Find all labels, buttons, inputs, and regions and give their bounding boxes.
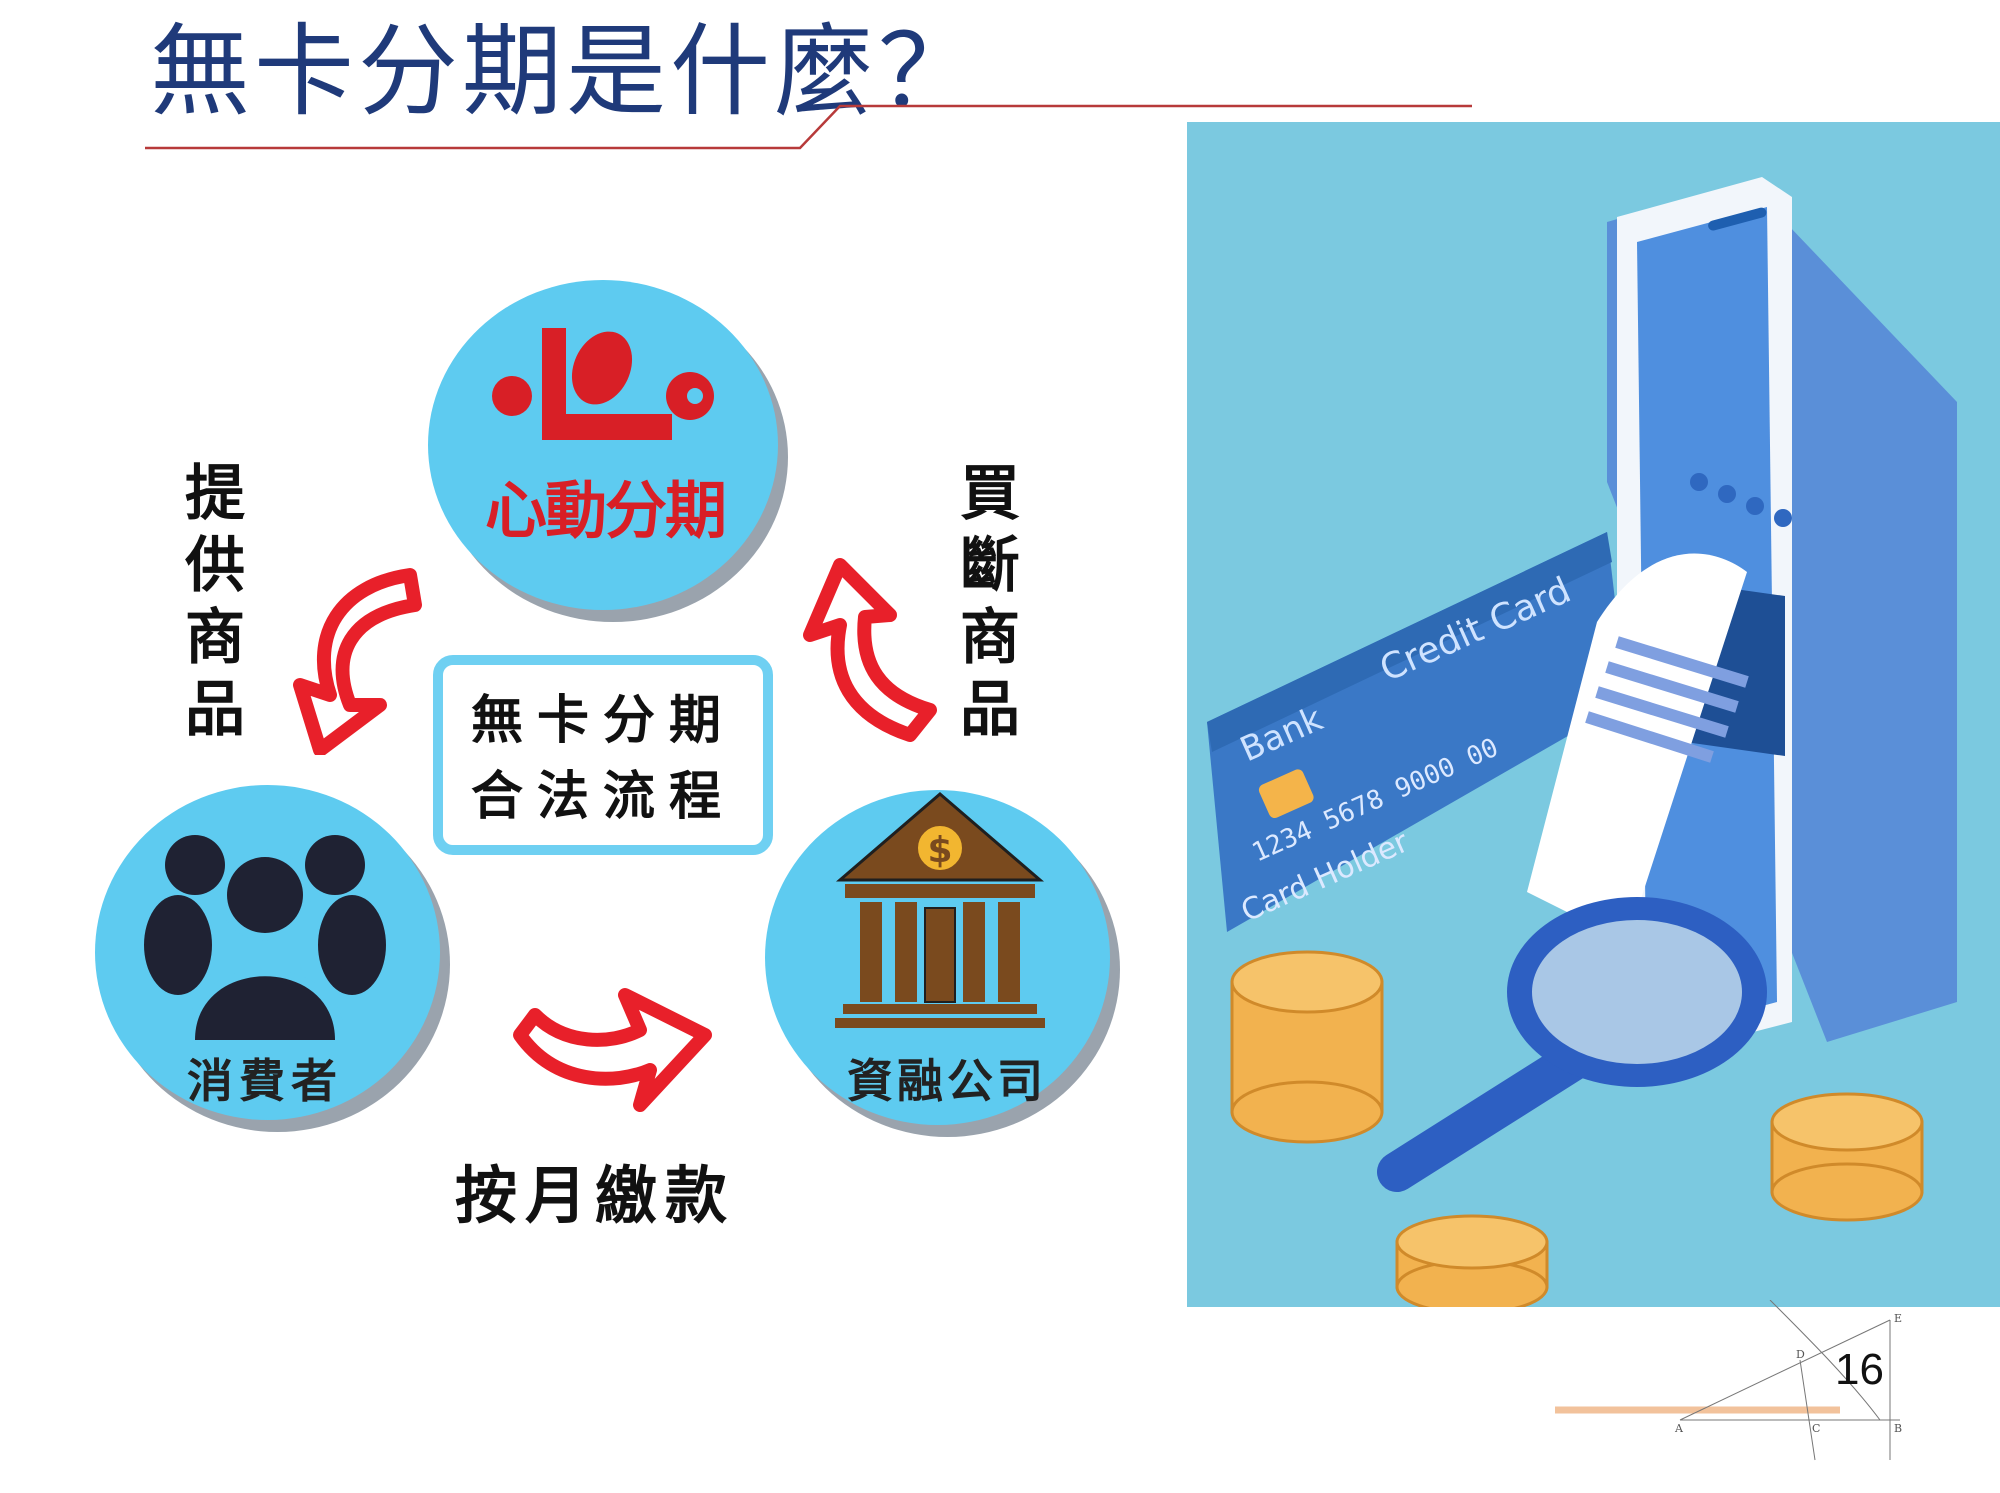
heart-logo-icon: [492, 328, 714, 440]
svg-text:$: $: [927, 830, 952, 871]
point-label-d: D: [1796, 1348, 1805, 1361]
node-top-label: 心動分期: [484, 474, 727, 547]
arrow-right-curved-icon: [803, 558, 937, 742]
phone-card-illustration-icon: Bank Credit Card 1234 5678 9000 00 Card …: [1207, 177, 1957, 1307]
point-label-a: A: [1674, 1422, 1684, 1435]
users-icon: [144, 835, 386, 1040]
arrow-left-curved-icon: [293, 568, 422, 755]
edge-left-label: 提供商品: [185, 459, 245, 745]
point-label-c: C: [1812, 1422, 1820, 1435]
corner-geometry-figure: A C B D E: [1555, 1300, 1902, 1461]
bank-icon: $: [835, 792, 1045, 1028]
edge-right-label: 買斷商品: [960, 459, 1020, 745]
page-title: 無卡分期是什麼？: [150, 13, 982, 130]
center-box-line2: 合法流程: [470, 767, 735, 827]
center-box-line1: 無卡分期: [470, 691, 735, 751]
point-label-b: B: [1894, 1422, 1902, 1435]
center-process-box: 無卡分期 合法流程: [433, 655, 773, 855]
edge-bottom-label: 按月繳款: [455, 1159, 736, 1232]
title-underline: [145, 104, 1472, 150]
node-left-label: 消費者: [187, 1054, 343, 1108]
page-number: 16: [1835, 1345, 1884, 1394]
node-right-label: 資融公司: [847, 1054, 1047, 1108]
point-label-e: E: [1894, 1312, 1902, 1325]
credit-card-illustration: Bank Credit Card 1234 5678 9000 00 Card …: [1187, 122, 2000, 1307]
arrow-bottom-curved-icon: [513, 988, 712, 1112]
